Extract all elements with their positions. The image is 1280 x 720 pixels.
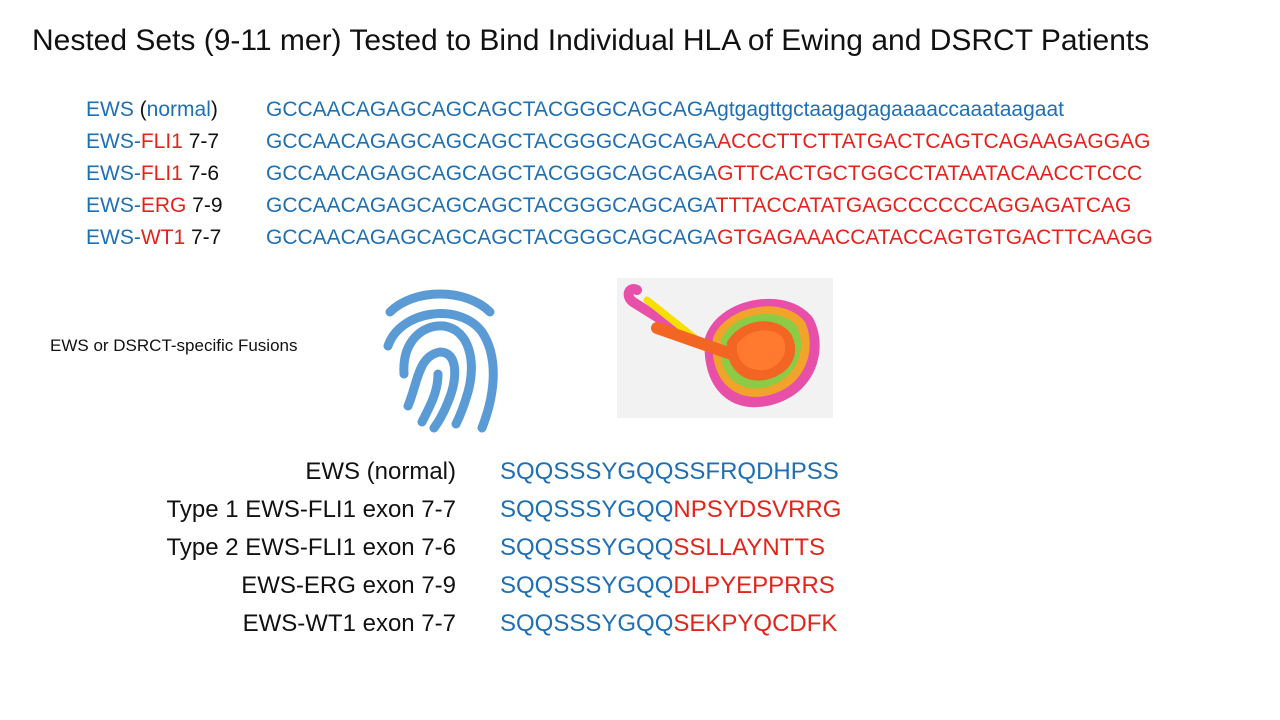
seq-common: GCCAACAGAGCAGCAGCTACGGGCAGCAGA: [266, 98, 718, 121]
dna-row-label: EWS-FLI1 7-7: [86, 130, 266, 154]
dna-row-ews-fli1-7-6: EWS-FLI1 7-6 GCCAACAGAGCAGCAGCTACGGGCAGC…: [86, 158, 1153, 190]
page-title: Nested Sets (9-11 mer) Tested to Bind In…: [32, 24, 1150, 57]
peptide-row-ews-erg: EWS-ERG exon 7-9 SQQSSSYGQQDLPYEPPRRS: [0, 568, 1280, 606]
gene-prefix: EWS-: [86, 162, 141, 185]
exon: 7-9: [186, 194, 223, 217]
measuring-cups-image: [617, 278, 833, 418]
peptide-tail: NPSYDSVRRG: [673, 496, 842, 523]
peptide-common: SQQSSSYGQQ: [500, 534, 674, 561]
peptide-sequence: SQQSSSYGQQSEKPYQCDFK: [500, 610, 837, 638]
dna-row-ews-fli1-7-7: EWS-FLI1 7-7 GCCAACAGAGCAGCAGCTACGGGCAGC…: [86, 126, 1153, 158]
exon: 7-7: [182, 130, 220, 153]
peptide-tail: SEKPYQCDFK: [673, 610, 838, 637]
peptide-label: EWS-WT1 exon 7-7: [242, 610, 456, 637]
fusion-label: EWS or DSRCT-specific Fusions: [50, 336, 298, 355]
dna-sequence: GCCAACAGAGCAGCAGCTACGGGCAGCAGAGTGAGAAACC…: [266, 226, 1153, 250]
peptide-common: SQQSSSYGQQ: [500, 610, 674, 637]
gene-prefix: EWS-: [86, 130, 141, 153]
dna-sequence: GCCAACAGAGCAGCAGCTACGGGCAGCAGAgtgagttgct…: [266, 98, 1064, 122]
paren-close: ): [210, 98, 218, 121]
seq-common: GCCAACAGAGCAGCAGCTACGGGCAGCAGA: [266, 226, 718, 249]
peptide-row-type1-ews-fli1: Type 1 EWS-FLI1 exon 7-7 SQQSSSYGQQNPSYD…: [0, 492, 1280, 530]
peptide-tail: SSFRQDHPSS: [673, 458, 839, 485]
peptide-label: Type 1 EWS-FLI1 exon 7-7: [166, 496, 456, 523]
gene-prefix: EWS-: [86, 194, 141, 217]
dna-row-label: EWS (normal): [86, 98, 266, 122]
peptide-label: EWS (normal): [305, 458, 456, 485]
seq-common: GCCAACAGAGCAGCAGCTACGGGCAGCAGA: [266, 130, 718, 153]
peptide-common: SQQSSSYGQQ: [500, 458, 674, 485]
dna-row-ews-erg-7-9: EWS-ERG 7-9 GCCAACAGAGCAGCAGCTACGGGCAGCA…: [86, 190, 1153, 222]
dna-row-label: EWS-ERG 7-9: [86, 194, 266, 218]
fusion-gene: WT1: [140, 226, 186, 249]
seq-common: GCCAACAGAGCAGCAGCTACGGGCAGCAGA: [266, 194, 716, 217]
peptide-row-ews-wt1: EWS-WT1 exon 7-7 SQQSSSYGQQSEKPYQCDFK: [0, 606, 1280, 644]
peptide-tail: SSLLAYNTTS: [673, 534, 825, 561]
dna-sequence-table: EWS (normal) GCCAACAGAGCAGCAGCTACGGGCAGC…: [86, 94, 1153, 254]
seq-common: GCCAACAGAGCAGCAGCTACGGGCAGCAGA: [266, 162, 718, 185]
seq-tail: TTTACCATATGAGCCCCCCAGGAGATCAG: [715, 194, 1132, 217]
seq-tail: GTTCACTGCTGGCCTATAATACAACCTCCC: [717, 162, 1143, 185]
peptide-label: EWS-ERG exon 7-9: [241, 572, 456, 599]
gene-normal: normal: [146, 98, 211, 121]
dna-row-ews-wt1-7-7: EWS-WT1 7-7 GCCAACAGAGCAGCAGCTACGGGCAGCA…: [86, 222, 1153, 254]
gene-prefix: EWS-: [86, 226, 141, 249]
fingerprint-icon: [383, 289, 498, 433]
peptide-tail: DLPYEPPRRS: [673, 572, 835, 599]
dna-sequence: GCCAACAGAGCAGCAGCTACGGGCAGCAGAACCCTTCTTA…: [266, 130, 1150, 154]
dna-row-label: EWS-WT1 7-7: [86, 226, 266, 250]
seq-tail: GTGAGAAACCATACCAGTGTGACTTCAAGG: [717, 226, 1153, 249]
dna-row-label: EWS-FLI1 7-6: [86, 162, 266, 186]
exon: 7-7: [185, 226, 222, 249]
paren-open: (: [133, 98, 147, 121]
peptide-common: SQQSSSYGQQ: [500, 496, 674, 523]
dna-sequence: GCCAACAGAGCAGCAGCTACGGGCAGCAGATTTACCATAT…: [266, 194, 1131, 218]
peptide-table: EWS (normal) SQQSSSYGQQSSFRQDHPSS Type 1…: [0, 454, 1280, 644]
seq-tail: ACCCTTCTTATGACTCAGTCAGAAGAGGAG: [717, 130, 1151, 153]
dna-sequence: GCCAACAGAGCAGCAGCTACGGGCAGCAGAGTTCACTGCT…: [266, 162, 1142, 186]
seq-tail: gtgagttgctaagagagaaaaccaaataagaat: [717, 98, 1064, 121]
peptide-row-ews-normal: EWS (normal) SQQSSSYGQQSSFRQDHPSS: [0, 454, 1280, 492]
peptide-sequence: SQQSSSYGQQSSLLAYNTTS: [500, 534, 825, 562]
peptide-row-type2-ews-fli1: Type 2 EWS-FLI1 exon 7-6 SQQSSSYGQQSSLLA…: [0, 530, 1280, 568]
peptide-common: SQQSSSYGQQ: [500, 572, 674, 599]
fusion-gene: ERG: [140, 194, 187, 217]
peptide-label: Type 2 EWS-FLI1 exon 7-6: [166, 534, 456, 561]
dna-row-ews-normal: EWS (normal) GCCAACAGAGCAGCAGCTACGGGCAGC…: [86, 94, 1153, 126]
fusion-gene: FLI1: [140, 162, 183, 185]
fusion-gene: FLI1: [140, 130, 183, 153]
gene-prefix: EWS: [86, 98, 134, 121]
peptide-sequence: SQQSSSYGQQDLPYEPPRRS: [500, 572, 835, 600]
peptide-sequence: SQQSSSYGQQNPSYDSVRRG: [500, 496, 841, 524]
exon: 7-6: [182, 162, 220, 185]
peptide-sequence: SQQSSSYGQQSSFRQDHPSS: [500, 458, 839, 486]
